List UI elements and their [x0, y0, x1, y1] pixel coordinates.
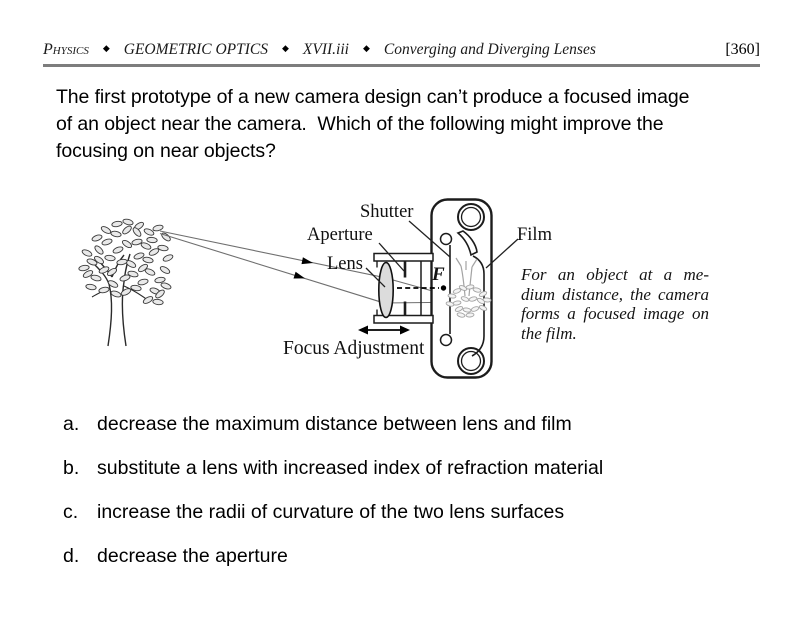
film-pointer	[485, 238, 519, 269]
question-text: The first prototype of a new camera desi…	[56, 84, 756, 165]
tree-leaves	[78, 218, 174, 306]
header-section: XVII.iii	[302, 41, 349, 58]
diamond-separator-icon: ◆	[362, 43, 370, 53]
header-subject: Physics	[43, 41, 89, 58]
diagram-caption: For an object at a me- dium distance, th…	[521, 265, 709, 343]
caption-line: the film.	[521, 323, 577, 343]
option-letter: a.	[63, 413, 80, 435]
lens-barrel-bottom-plate	[373, 314, 434, 324]
lens-pointer	[365, 267, 386, 288]
arrowhead-left	[358, 325, 368, 335]
lens-label: Lens	[327, 254, 363, 274]
option-b: b. substitute a lens with increased inde…	[63, 456, 763, 500]
focus-adjustment-label: Focus Adjustment	[283, 338, 425, 359]
diamond-separator-icon: ◆	[282, 43, 289, 53]
lens-barrel-top-plate	[373, 252, 434, 262]
shutter-roller-top	[439, 232, 453, 246]
option-c: c. increase the radii of curvature of th…	[63, 500, 763, 544]
question-line: of an object near the camera. Which of t…	[56, 113, 664, 135]
label-pointers	[365, 220, 519, 288]
lens-element	[377, 261, 394, 319]
caption-line: For an object at a me-	[521, 265, 709, 284]
shutter-label: Shutter	[360, 202, 413, 222]
header-subtopic: Converging and Diverging Lenses	[383, 41, 596, 58]
image-on-film	[445, 257, 492, 318]
ray-arrowhead	[301, 257, 313, 265]
question-line: The first prototype of a new camera desi…	[56, 86, 690, 108]
film-label: Film	[517, 225, 553, 245]
page-header: Physics ◆ GEOMETRIC OPTICS ◆ XVII.iii ◆ …	[43, 41, 760, 61]
caption-line: forms a focused image on	[521, 304, 709, 323]
question-line: focusing on near objects?	[56, 140, 276, 162]
aperture-pointer	[378, 242, 405, 272]
diamond-separator-icon: ◆	[102, 43, 110, 53]
film-strip	[471, 255, 485, 357]
option-text: decrease the maximum distance between le…	[97, 413, 572, 435]
shutter-pointer	[408, 220, 451, 258]
focal-point-dot	[440, 285, 447, 291]
answer-options: a. decrease the maximum distance between…	[63, 412, 763, 588]
option-letter: c.	[63, 501, 79, 523]
focal-point-label: F	[431, 264, 445, 285]
header-rule	[43, 64, 760, 67]
film-spool-top-inner	[460, 206, 482, 228]
arrowhead-right	[400, 325, 410, 335]
option-letter: b.	[63, 457, 80, 479]
option-text: increase the radii of curvature of the t…	[97, 501, 565, 523]
film-leader	[456, 230, 478, 257]
film-spool-bottom-inner	[460, 350, 482, 372]
page-number: [360]	[725, 41, 760, 58]
caption-line: dium distance, the camera	[521, 284, 709, 304]
option-a: a. decrease the maximum distance between…	[63, 412, 763, 456]
option-text: decrease the aperture	[97, 545, 288, 567]
option-letter: d.	[63, 545, 80, 567]
header-topic: GEOMETRIC OPTICS	[123, 41, 268, 58]
shutter-roller-bottom	[439, 333, 453, 347]
aperture-label: Aperture	[307, 225, 373, 245]
ray-arrowhead	[293, 271, 305, 279]
option-d: d. decrease the aperture	[63, 544, 763, 588]
option-text: substitute a lens with increased index o…	[97, 457, 604, 479]
